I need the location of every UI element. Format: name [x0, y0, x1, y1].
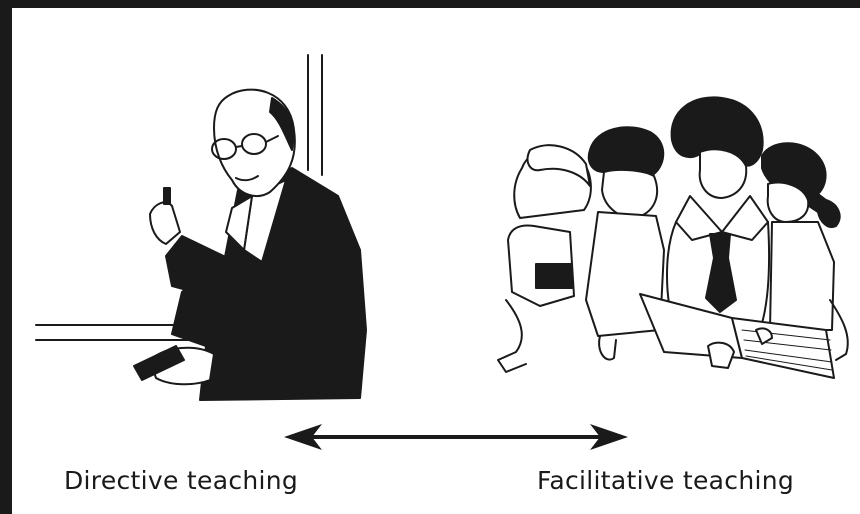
facilitative-teaching-label: Facilitative teaching [537, 466, 795, 495]
top-frame-border [0, 0, 860, 8]
arrowhead-right-icon [590, 424, 628, 450]
arrowhead-left-icon [284, 424, 322, 450]
directive-teacher-illustration [35, 54, 367, 401]
double-headed-arrow [284, 424, 628, 450]
facilitative-teacher-illustration [497, 96, 849, 379]
directive-teaching-label: Directive teaching [64, 466, 299, 495]
left-frame-border [0, 0, 12, 514]
